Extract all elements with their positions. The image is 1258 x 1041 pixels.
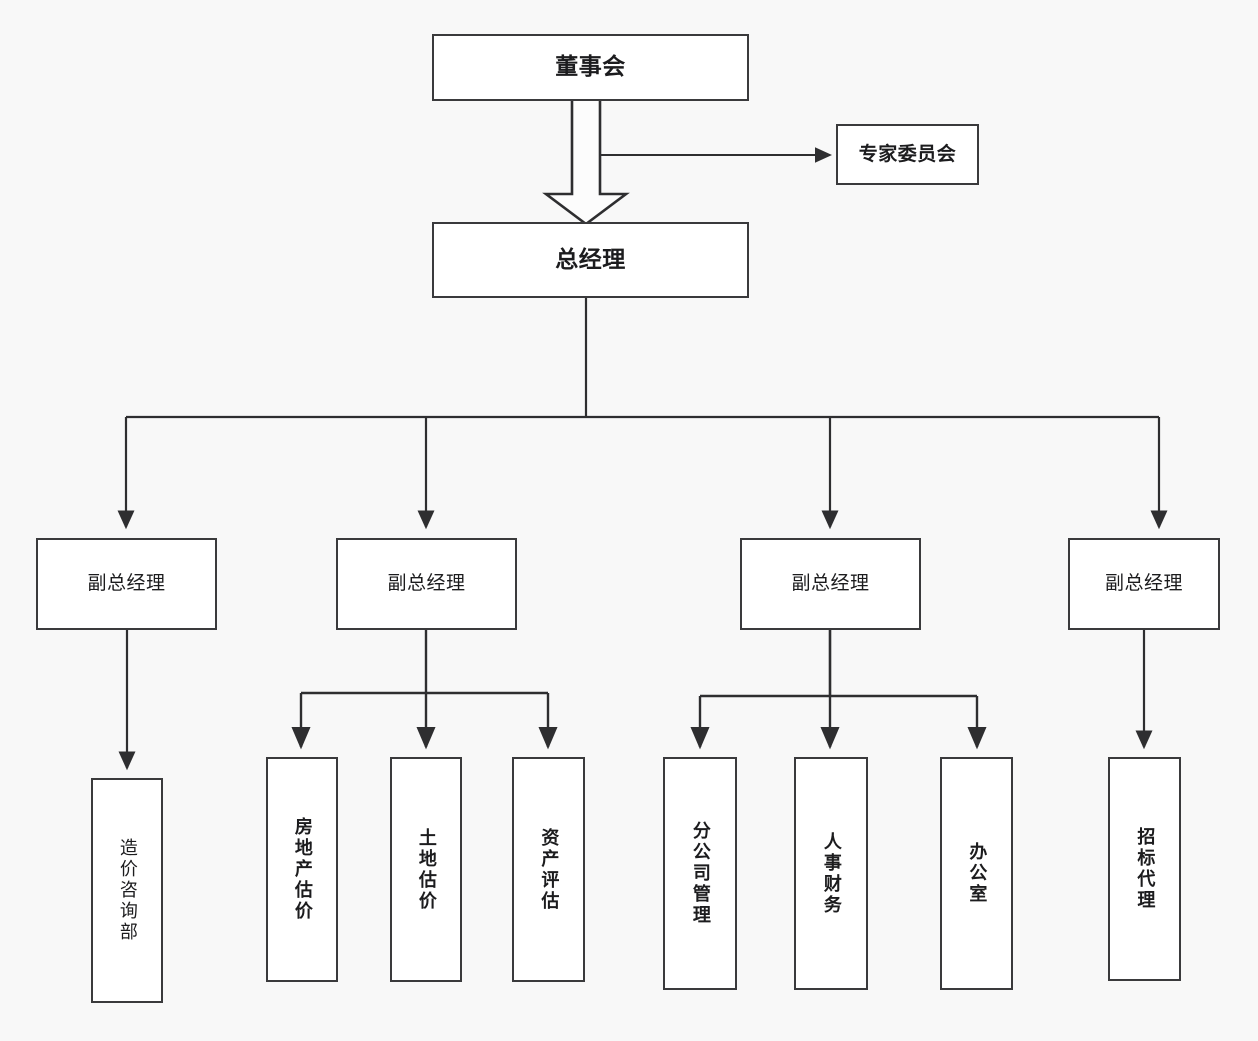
node-hr-finance-label: 人事财务 — [820, 831, 842, 916]
edge-general-manager-to-deputies — [117, 298, 1168, 530]
node-deputy-1-label: 副总经理 — [87, 572, 166, 595]
node-deputy-4[interactable]: 副总经理 — [1068, 538, 1220, 630]
node-general-manager-label: 总经理 — [555, 246, 626, 273]
node-cost-consulting-label: 造价咨询部 — [116, 838, 138, 943]
node-expert-committee[interactable]: 专家委员会 — [836, 124, 979, 185]
node-asset-appraisal-label: 资产评估 — [538, 827, 560, 912]
node-cost-consulting[interactable]: 造价咨询部 — [91, 778, 163, 1003]
node-asset-appraisal[interactable]: 资产评估 — [512, 757, 585, 982]
node-deputy-2[interactable]: 副总经理 — [336, 538, 517, 630]
node-office-label: 办公室 — [966, 842, 988, 905]
node-deputy-3-label: 副总经理 — [791, 572, 870, 595]
node-board[interactable]: 董事会 — [432, 34, 749, 101]
node-expert-committee-label: 专家委员会 — [858, 142, 957, 165]
node-deputy-1[interactable]: 副总经理 — [36, 538, 217, 630]
edge-deputy3-to-admin-group — [690, 630, 987, 750]
node-land-valuation[interactable]: 土地估价 — [390, 757, 462, 982]
node-branch-management-label: 分公司管理 — [689, 821, 711, 926]
node-general-manager[interactable]: 总经理 — [432, 222, 749, 298]
edge-deputy2-to-valuation-group — [291, 630, 558, 750]
edge-board-to-expert-committee — [585, 101, 833, 163]
node-real-estate-valuation[interactable]: 房地产估价 — [266, 757, 338, 982]
node-office[interactable]: 办公室 — [940, 757, 1013, 990]
node-real-estate-valuation-label: 房地产估价 — [291, 817, 313, 922]
node-land-valuation-label: 土地估价 — [415, 827, 437, 912]
edge-board-to-general-manager — [542, 101, 630, 226]
node-branch-management[interactable]: 分公司管理 — [663, 757, 737, 990]
node-deputy-4-label: 副总经理 — [1104, 572, 1183, 595]
node-deputy-2-label: 副总经理 — [387, 572, 466, 595]
node-board-label: 董事会 — [555, 54, 626, 81]
node-bidding-agency-label: 招标代理 — [1134, 827, 1156, 911]
node-bidding-agency[interactable]: 招标代理 — [1108, 757, 1181, 981]
node-deputy-3[interactable]: 副总经理 — [740, 538, 921, 630]
node-hr-finance[interactable]: 人事财务 — [794, 757, 868, 990]
